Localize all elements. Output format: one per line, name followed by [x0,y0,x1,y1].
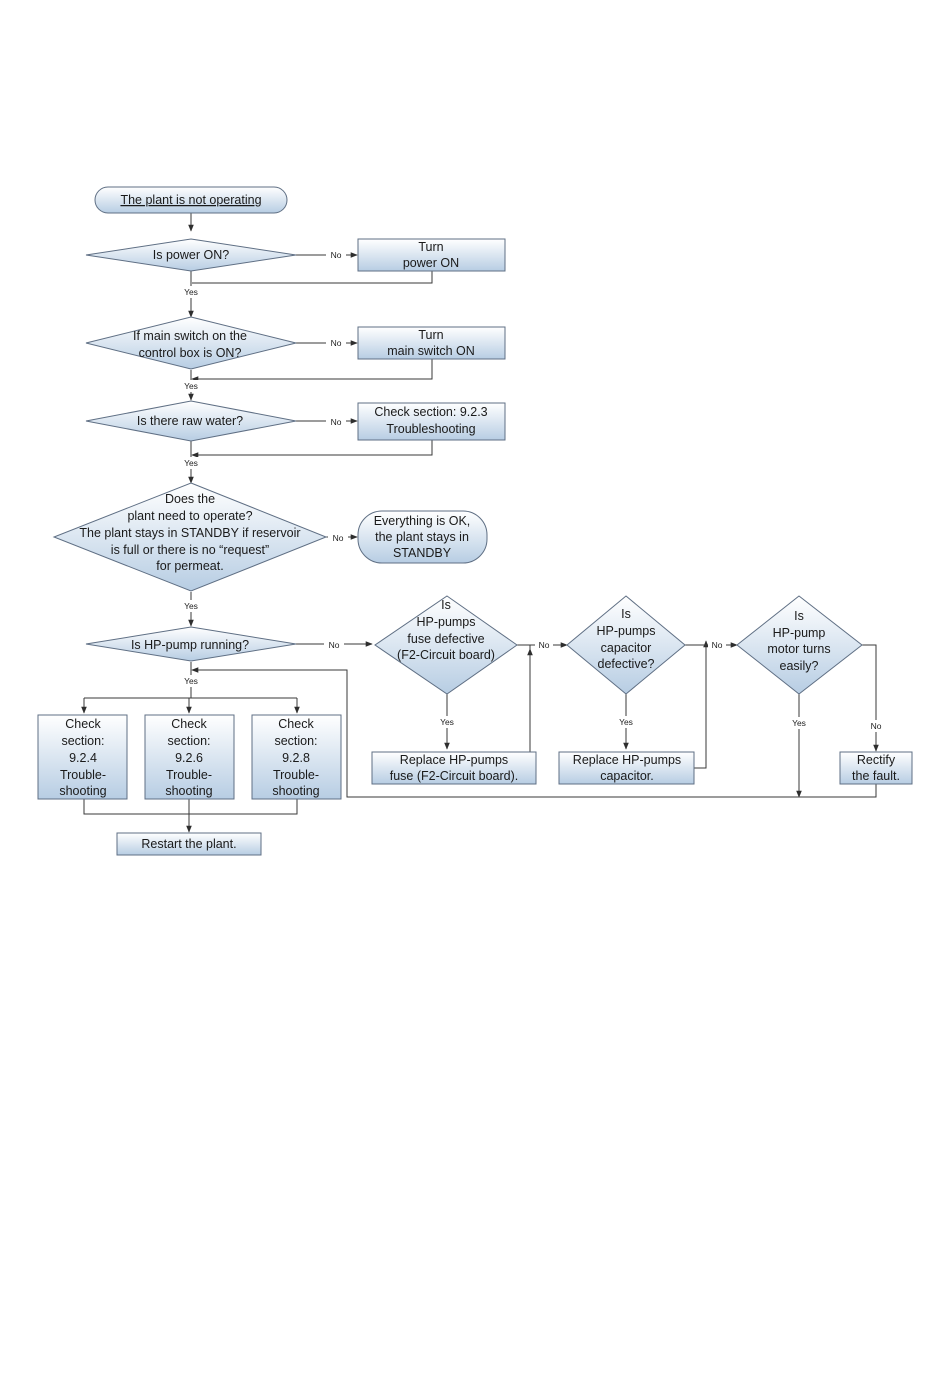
action-line: Rectify [857,753,896,767]
action-line: section: [167,734,210,748]
decision-hp-pump-running: Is HP-pump running? [85,626,297,662]
action-line: Trouble- [273,768,319,782]
decision-line: Is [621,607,631,621]
decision-main-switch: If main switch on the control box is ON? [85,316,297,370]
action-line: the fault. [852,769,900,783]
decision-line: HP-pumps [596,624,655,638]
decision-capacitor-defective: Is HP-pumps capacitor defective? [566,595,686,695]
terminal-line: the plant stays in [375,530,469,544]
no-label: No [329,640,340,650]
decision-line: HP-pump [773,626,826,640]
decision-line: is full or there is no “request” [111,543,269,557]
yes-label: Yes [184,458,198,468]
action-line: Check [65,717,101,731]
no-label: No [331,338,342,348]
action-check-924: Check section: 9.2.4 Trouble- shooting [37,714,128,800]
decision-motor-turns: Is HP-pump motor turns easily? [736,595,863,695]
action-line: Replace HP-pumps [400,753,508,767]
action-check-928: Check section: 9.2.8 Trouble- shooting [251,714,342,800]
decision-raw-water-text: Is there raw water? [137,414,243,428]
action-line: 9.2.4 [69,751,97,765]
action-line: shooting [59,784,106,798]
yes-label: Yes [792,718,806,728]
yes-label: Yes [184,676,198,686]
yes-label: Yes [184,287,198,297]
decision-fuse-defective: Is HP-pumps fuse defective (F2-Circuit b… [374,595,518,695]
decision-line: Is [794,609,804,623]
action-line: Check [171,717,207,731]
edge-labels: No Yes No Yes No Yes No Yes No Yes No Ye… [180,248,886,732]
action-line: 9.2.6 [175,751,203,765]
decision-line: HP-pumps [416,615,475,629]
decision-hp-pump-text: Is HP-pump running? [131,638,249,652]
action-line: Check section: 9.2.3 [374,405,487,419]
action-line: Replace HP-pumps [573,753,681,767]
action-replace-fuse: Replace HP-pumps fuse (F2-Circuit board)… [371,751,537,785]
decision-line: motor turns [767,642,830,656]
action-check-926: Check section: 9.2.6 Trouble- shooting [144,714,235,800]
action-line: section: [61,734,104,748]
action-line: Turn [418,240,443,254]
decision-power-text: Is power ON? [153,248,229,262]
action-check-923: Check section: 9.2.3 Troubleshooting [357,402,506,441]
start-text: The plant is not operating [120,193,261,207]
terminal-line: STANDBY [393,546,452,560]
no-label: No [331,417,342,427]
action-line: power ON [403,256,459,270]
start-terminal: The plant is not operating [94,186,288,214]
yes-label: Yes [184,601,198,611]
decision-line: plant need to operate? [127,509,252,523]
action-line: fuse (F2-Circuit board). [390,769,519,783]
action-replace-capacitor: Replace HP-pumps capacitor. [558,751,695,785]
no-label: No [539,640,550,650]
decision-line: capacitor [601,641,652,655]
yes-label: Yes [184,381,198,391]
action-line: Trouble- [60,768,106,782]
action-line: Check [278,717,314,731]
decision-line: Is [441,598,451,612]
action-line: section: [274,734,317,748]
no-label: No [712,640,723,650]
decision-line: for permeat. [156,559,223,573]
decision-line: control box is ON? [139,346,242,360]
decision-raw-water: Is there raw water? [85,400,297,442]
no-label: No [331,250,342,260]
decision-line: fuse defective [407,632,484,646]
action-line: shooting [272,784,319,798]
decision-line: If main switch on the [133,329,247,343]
action-turn-power-on: Turn power ON [357,238,506,272]
action-line: Troubleshooting [386,422,475,436]
yes-label: Yes [619,717,633,727]
action-line: Turn [418,328,443,342]
decision-line: Does the [165,492,215,506]
terminal-line: Everything is OK, [374,514,471,528]
decision-line: (F2-Circuit board) [397,648,495,662]
yes-label: Yes [440,717,454,727]
decision-line: easily? [780,659,819,673]
action-line: main switch ON [387,344,475,358]
action-line: 9.2.8 [282,751,310,765]
decision-line: The plant stays in STANDBY if reservoir [79,526,300,540]
action-rectify-fault: Rectify the fault. [839,751,913,785]
no-label: No [871,721,882,731]
decision-plant-operate: Does the plant need to operate? The plan… [52,482,328,592]
action-main-switch-on: Turn main switch ON [357,326,506,360]
decision-line: defective? [598,657,655,671]
decision-power: Is power ON? [85,238,297,272]
action-line: capacitor. [600,769,654,783]
no-label: No [333,533,344,543]
action-line: shooting [165,784,212,798]
restart-text: Restart the plant. [141,837,236,851]
action-line: Trouble- [166,768,212,782]
terminal-standby: Everything is OK, the plant stays in STA… [357,510,488,564]
action-restart-plant: Restart the plant. [116,832,262,856]
